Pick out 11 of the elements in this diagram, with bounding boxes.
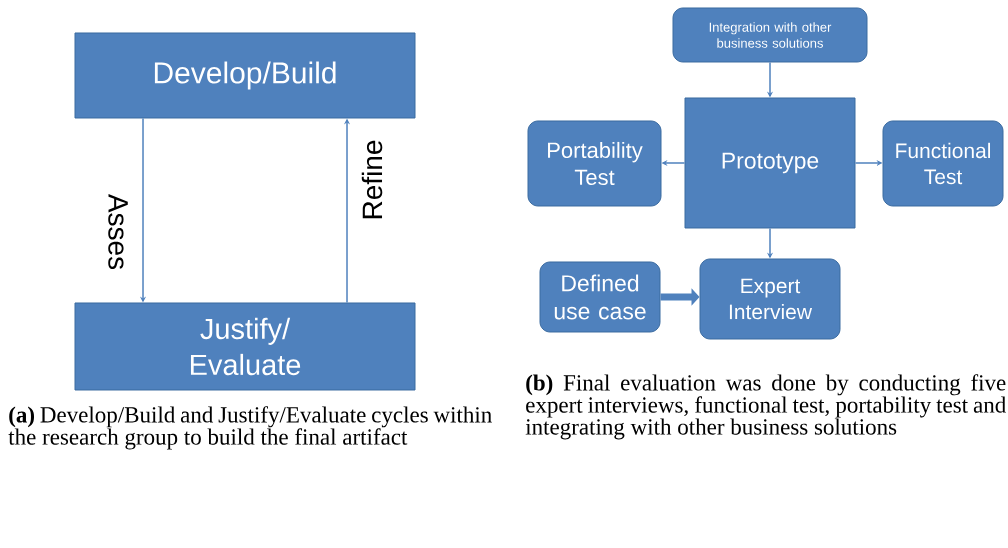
rounded-box: Portability Test [527, 120, 662, 207]
rounded-box: Functional Test [882, 120, 1004, 207]
process-box: Justify/ Evaluate [74, 302, 416, 391]
process-box: Prototype [684, 97, 856, 229]
process-box: Develop/Build [74, 32, 416, 119]
rounded-box: Defined use case [539, 261, 661, 333]
edge-label: Asses [107, 192, 129, 272]
caption: (b) Final evaluation was done by conducting five expert interviews, functional test, portability test and integrating with other business solutions [525, 374, 1006, 440]
rounded-box: Expert Interview [699, 258, 841, 340]
edge-label: Refine [360, 138, 384, 222]
rounded-box: Integration with other business solutions [672, 7, 868, 63]
